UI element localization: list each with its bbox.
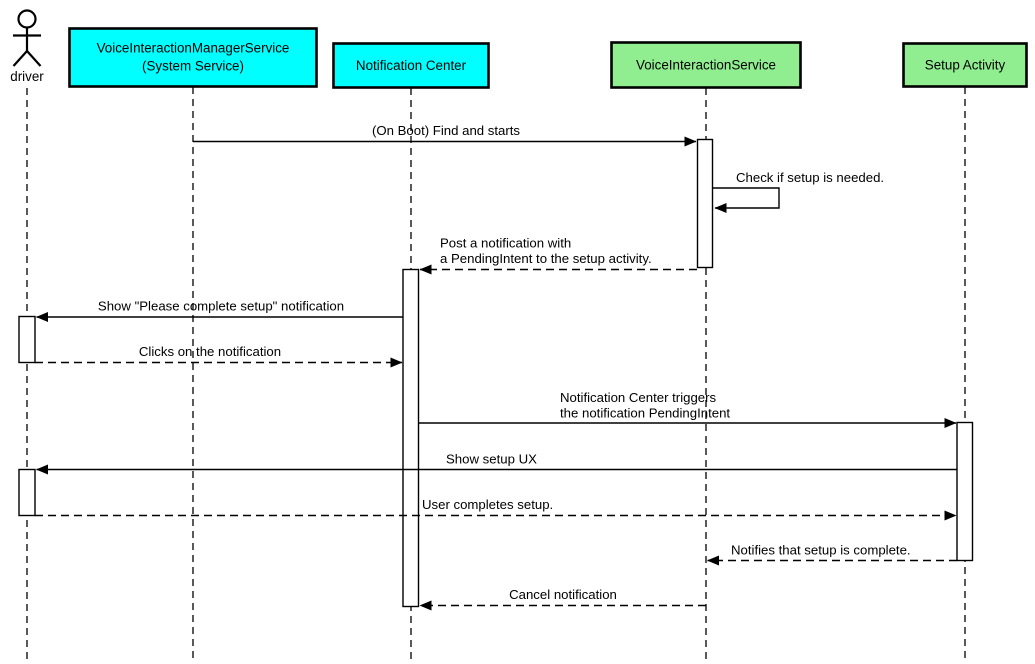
message-label-show-notification: Show "Please complete setup" notificatio… [98, 299, 344, 314]
actor-driver: driver [10, 9, 44, 84]
message-label-cancel-notification: Cancel notification [509, 587, 617, 602]
participant-setup-activity: Setup Activity [902, 42, 1028, 88]
message-label-triggers-pendingintent-line2: the notification PendingIntent [560, 406, 730, 421]
activation-bar-setup-activity [956, 421, 974, 562]
participant-voice-interaction-service-label: VoiceInteractionService [636, 58, 776, 73]
participant-setup-activity-label: Setup Activity [925, 58, 1006, 73]
actor-driver-label: driver [10, 69, 44, 84]
activation-bar-voice-interaction-service [696, 138, 714, 269]
activation-bar-driver-2 [18, 468, 36, 517]
activation-bar-notification-center [402, 268, 420, 608]
message-line-check-setup [712, 187, 780, 213]
message-show-setup-ux: Show setup UX [36, 452, 957, 475]
participant-box-notification-center [332, 42, 490, 89]
person-icon [12, 9, 42, 67]
participant-vims-label-line2: (System Service) [142, 59, 244, 74]
message-label-post-notification-line2: a PendingIntent to the setup activity. [440, 251, 652, 266]
participant-vims: VoiceInteractionManagerService (System S… [68, 27, 318, 88]
activation-bar-driver-1 [18, 315, 36, 364]
message-label-post-notification-line1: Post a notification with [440, 236, 571, 251]
participant-box-setup-activity [902, 42, 1028, 88]
message-clicks-on-notification: Clicks on the notification [35, 344, 403, 368]
message-label-user-completes-setup: User completes setup. [422, 497, 553, 512]
message-label-check-setup: Check if setup is needed. [736, 170, 884, 185]
participant-box-vims [68, 27, 318, 88]
message-triggers-pendingintent: Notification Center triggers the notific… [418, 390, 957, 428]
message-label-on-boot: (On Boot) Find and starts [372, 123, 520, 138]
message-label-notifies-setup-complete: Notifies that setup is complete. [731, 543, 911, 558]
message-label-clicks-notification: Clicks on the notification [139, 344, 281, 359]
message-check-if-setup-needed: Check if setup is needed. [712, 170, 884, 213]
message-on-boot-find-and-starts: (On Boot) Find and starts [193, 123, 697, 147]
participant-vims-label-line1: VoiceInteractionManagerService [97, 41, 290, 56]
message-user-completes-setup: User completes setup. [35, 497, 957, 521]
participant-notification-center-label: Notification Center [356, 58, 467, 73]
message-notifies-setup-complete: Notifies that setup is complete. [707, 543, 957, 566]
message-show-complete-setup-notification: Show "Please complete setup" notificatio… [36, 299, 403, 322]
message-label-triggers-pendingintent-line1: Notification Center triggers [560, 390, 717, 405]
participant-notification-center: Notification Center [332, 42, 490, 89]
message-cancel-notification: Cancel notification [419, 587, 706, 611]
message-post-notification: Post a notification with a PendingIntent… [419, 236, 697, 275]
participant-box-voice-interaction-service [610, 41, 802, 89]
message-label-show-setup-ux: Show setup UX [446, 452, 537, 467]
participant-voice-interaction-service: VoiceInteractionService [610, 41, 802, 89]
